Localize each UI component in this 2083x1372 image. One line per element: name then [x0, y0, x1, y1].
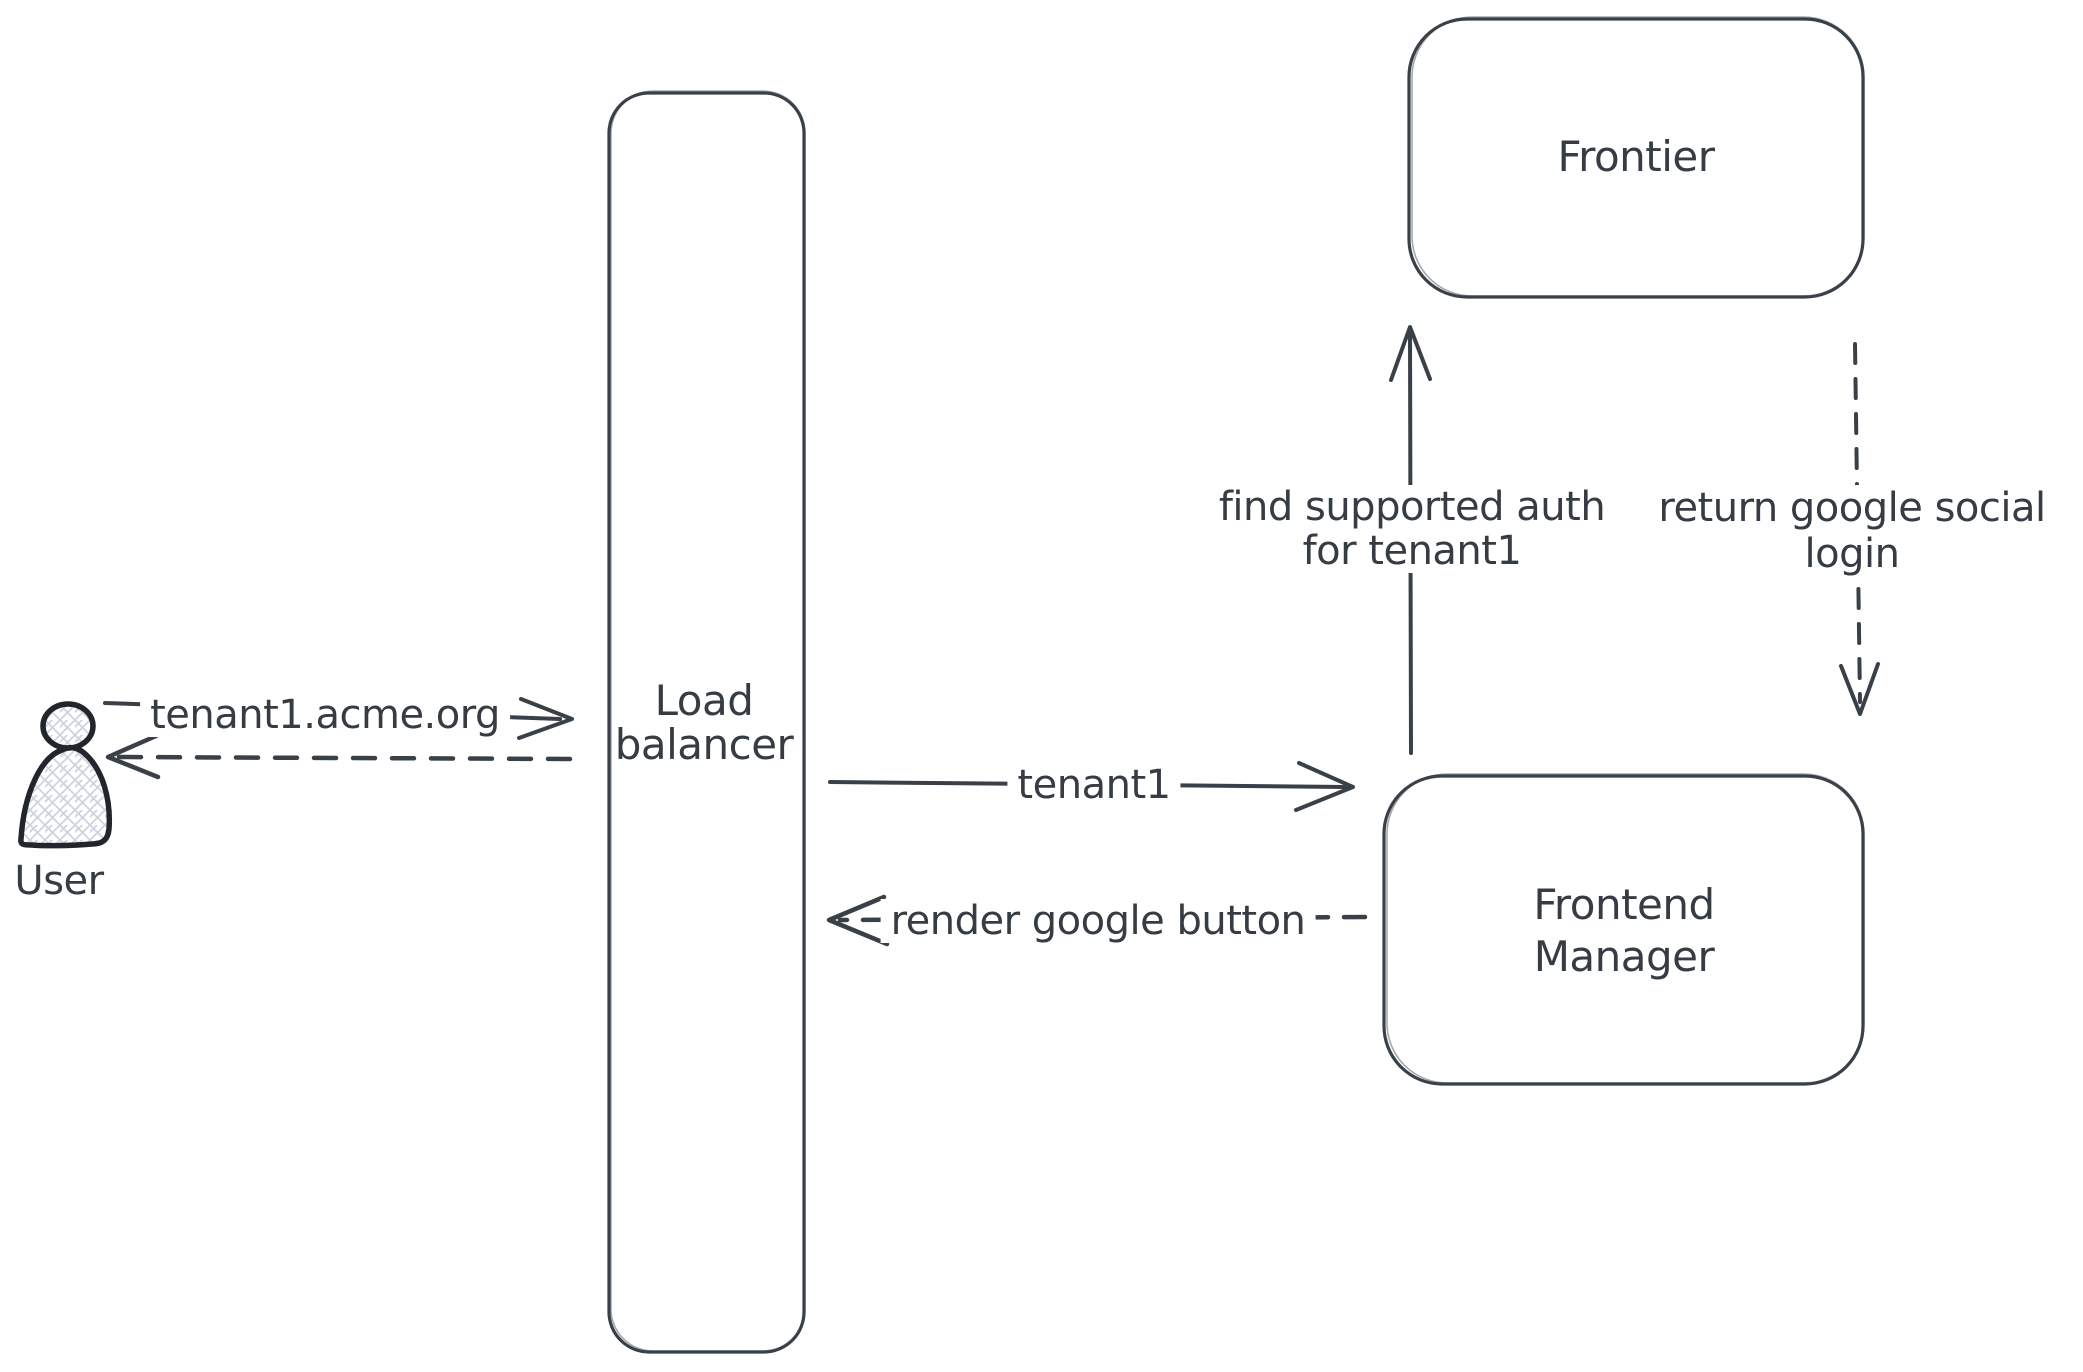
- arrow-label-find-supported-auth-line1: find supported auth: [1218, 484, 1606, 530]
- load-balancer-node[interactable]: [607, 90, 806, 1354]
- frontend-manager-label-line2: Manager: [1533, 932, 1715, 981]
- arrow-label-tenant1: tenant1: [1007, 763, 1181, 807]
- arrow-label-find-supported-auth: find supported auth for tenant1: [1208, 484, 1616, 574]
- load-balancer-label-line1: Load: [654, 676, 754, 725]
- arrow-label-tenant1-acme-org: tenant1.acme.org: [140, 693, 510, 737]
- load-balancer-label-line2: balancer: [614, 720, 794, 769]
- user-label: User: [14, 858, 104, 904]
- frontend-manager-label-line1: Frontend: [1533, 880, 1715, 929]
- arrow-label-return-google-social-login-line2: login: [1804, 531, 1900, 577]
- load-balancer-label: Load balancer: [615, 679, 794, 767]
- user-actor-icon[interactable]: [18, 701, 113, 849]
- frontend-manager-node[interactable]: [1382, 773, 1865, 1086]
- arrow-label-find-supported-auth-line2: for tenant1: [1302, 528, 1522, 574]
- frontier-label: Frontier: [1557, 132, 1715, 181]
- arrow-load-balancer-to-user[interactable]: [105, 733, 573, 780]
- arrow-label-return-google-social-login-line1: return google social: [1658, 485, 2046, 531]
- frontier-node[interactable]: [1407, 16, 1865, 299]
- arrow-label-return-google-social-login: return google social login: [1648, 485, 2056, 577]
- arrow-label-render-google-button: render google button: [880, 899, 1316, 943]
- frontend-manager-label: Frontend Manager: [1533, 879, 1715, 983]
